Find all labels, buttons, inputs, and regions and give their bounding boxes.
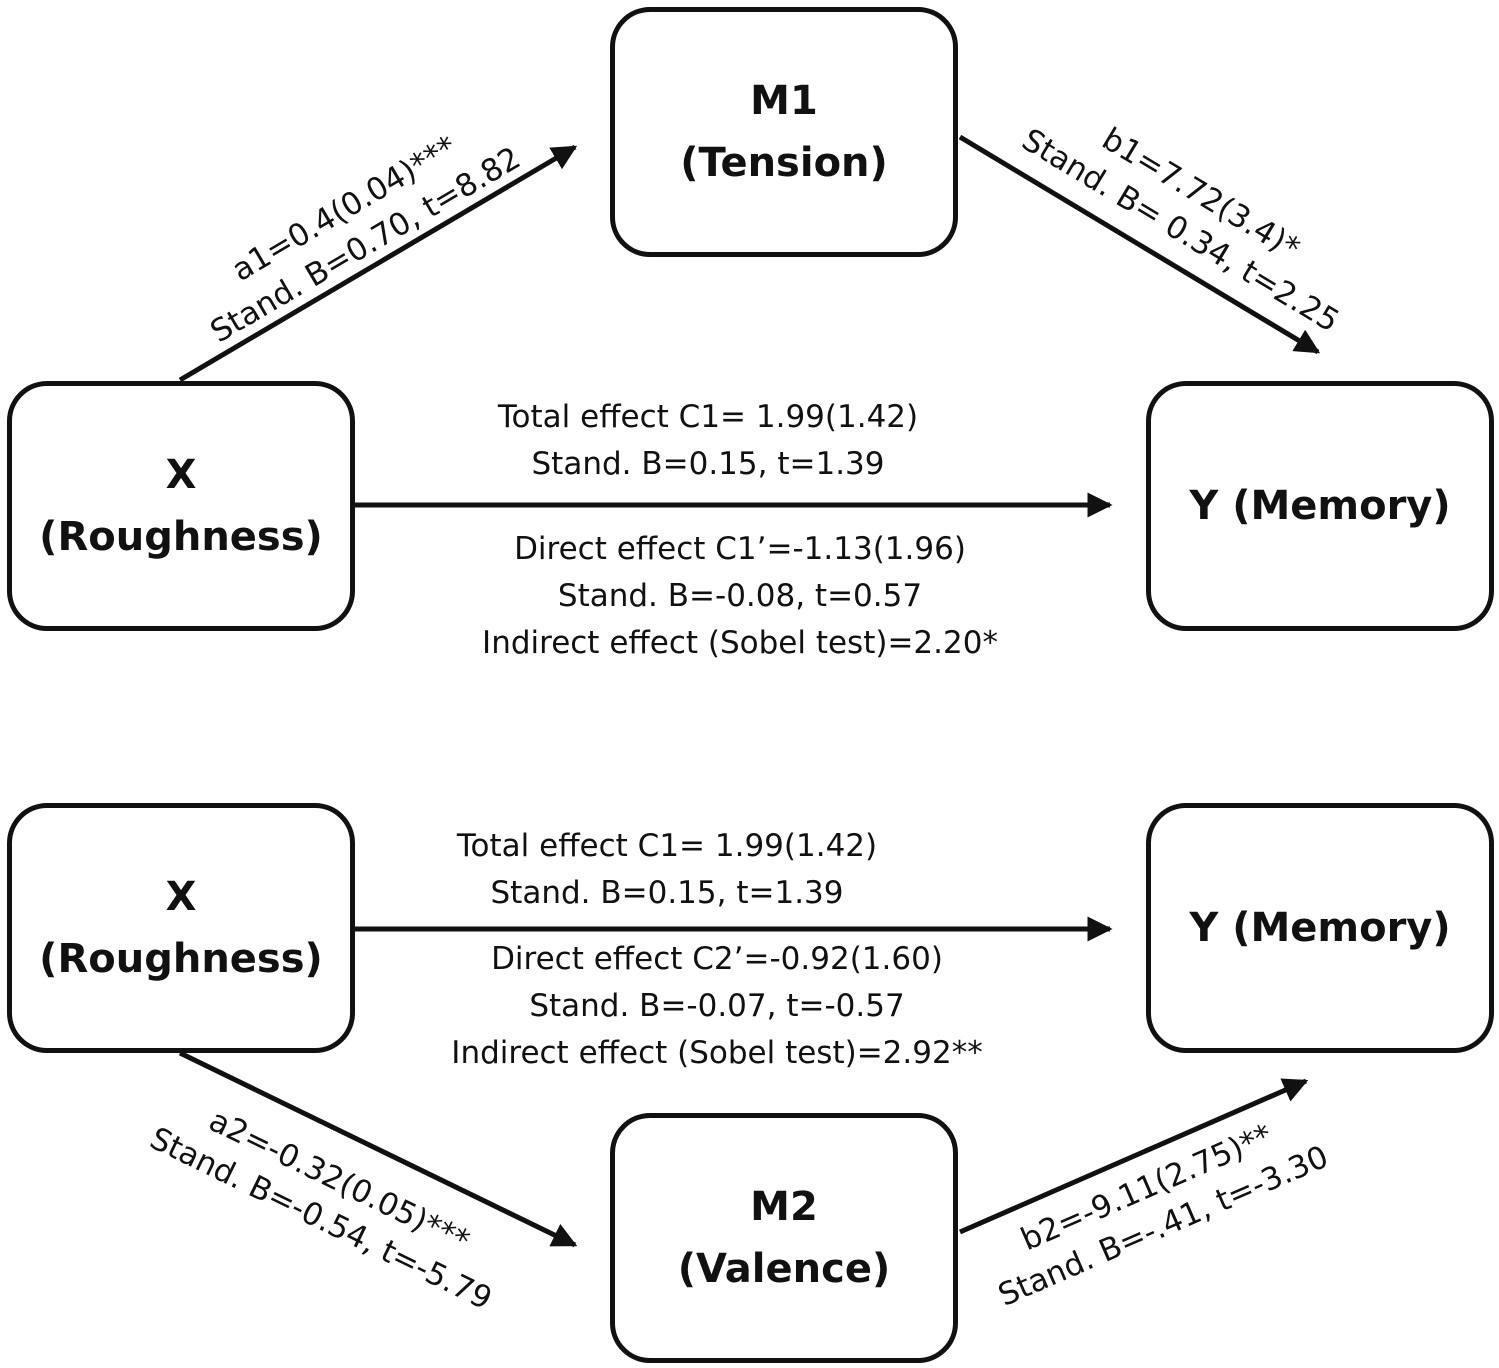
bottom-b-path-arrow (959, 1078, 1309, 1235)
top-x-sublabel: (Roughness) (39, 514, 323, 560)
bottom-a-path-arrow (178, 1050, 578, 1248)
bottom-m2-sublabel: (Valence) (677, 1246, 891, 1292)
bottom-x-label: X (165, 874, 197, 920)
bottom-m2-label: M2 (750, 1184, 818, 1230)
bottom-x-node: X (Roughness) (7, 803, 355, 1053)
bottom-total-effect: Total effect C1= 1.99(1.42) Stand. B=0.1… (456, 828, 878, 911)
top-y-label: Y (Memory) (1189, 483, 1451, 529)
top-x-label: X (165, 452, 197, 498)
top-a-path-arrow (178, 144, 578, 383)
bottom-x-sublabel: (Roughness) (39, 936, 323, 982)
top-total-effect: Total effect C1= 1.99(1.42) Stand. B=0.1… (497, 399, 919, 482)
top-m1-label: M1 (750, 78, 818, 124)
bottom-y-node: Y (Memory) (1146, 803, 1494, 1053)
top-m1-node: M1 (Tension) (610, 7, 958, 257)
top-b-path-arrow (958, 134, 1321, 355)
top-m1-sublabel: (Tension) (680, 140, 888, 186)
bottom-direct-effect: Direct effect C2’=-0.92(1.60) Stand. B=-… (451, 941, 983, 1071)
top-direct-effect: Direct effect C1’=-1.13(1.96) Stand. B=-… (482, 531, 998, 661)
bottom-m2-node: M2 (Valence) (610, 1113, 958, 1363)
top-y-node: Y (Memory) (1146, 381, 1494, 631)
top-x-node: X (Roughness) (7, 381, 355, 631)
bottom-y-label: Y (Memory) (1189, 905, 1451, 951)
